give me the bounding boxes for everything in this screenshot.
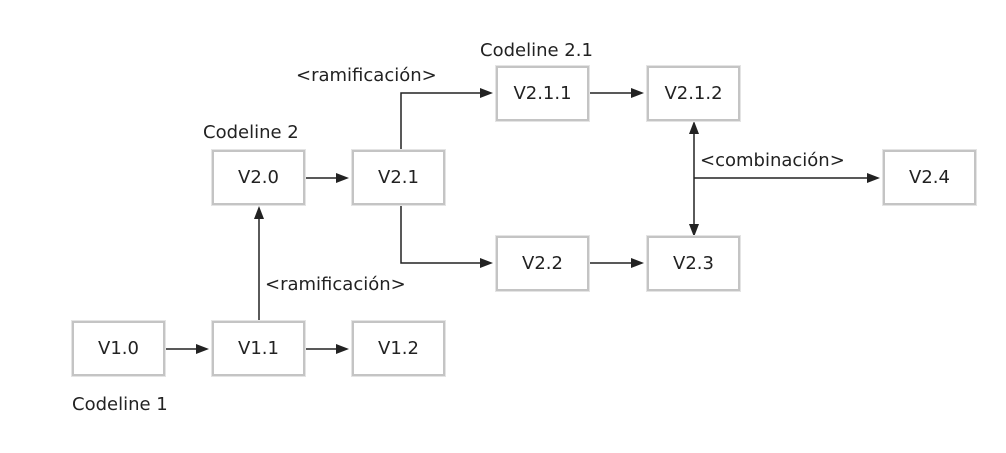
node-v1-0: V1.0 — [72, 321, 165, 376]
node-v2-3: V2.3 — [647, 236, 740, 291]
edge-v2-1-to-v2-2 — [400, 206, 493, 268]
edge-v2-2-to-v2-3 — [589, 258, 644, 268]
label-codeline-2: Codeline 2 — [203, 122, 299, 143]
edge-v1-1-to-v2-0 — [254, 206, 264, 320]
edge-v2-1-1-to-v2-1-2 — [589, 88, 644, 98]
edge-merge-to-v2-4 — [694, 173, 880, 183]
label-merge: <combinación> — [700, 150, 845, 171]
edge-v2-0-to-v2-1 — [305, 173, 349, 183]
node-v2-4: V2.4 — [883, 150, 976, 205]
label-codeline-2-1: Codeline 2.1 — [480, 40, 593, 61]
label-branch-lower: <ramificación> — [265, 274, 406, 295]
edge-merge-vertical — [689, 121, 699, 237]
node-v2-2: V2.2 — [496, 236, 589, 291]
node-v1-1: V1.1 — [212, 321, 305, 376]
edge-v1-1-to-v1-2 — [305, 344, 349, 354]
node-v2-0: V2.0 — [212, 150, 305, 205]
edge-v2-1-to-v2-1-1 — [400, 88, 493, 150]
node-v2-1-1: V2.1.1 — [496, 66, 589, 121]
label-codeline-1: Codeline 1 — [72, 394, 168, 415]
label-branch-upper: <ramificación> — [296, 65, 437, 86]
edge-v1-0-to-v1-1 — [165, 344, 209, 354]
node-v1-2: V1.2 — [352, 321, 445, 376]
node-v2-1: V2.1 — [352, 150, 445, 205]
node-v2-1-2: V2.1.2 — [647, 66, 740, 121]
